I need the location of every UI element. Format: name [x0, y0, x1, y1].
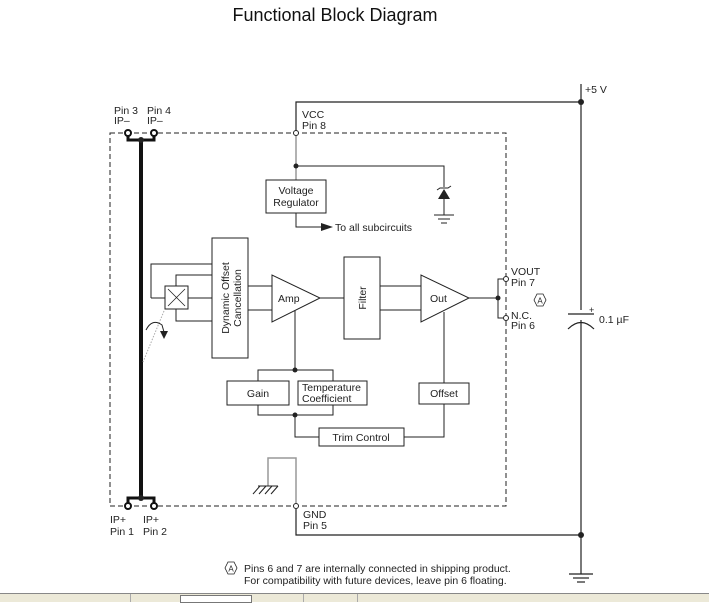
pin7-signal: VOUT [511, 266, 541, 278]
dynamic-offset-label-1: Dynamic Offset [220, 262, 232, 334]
offset-block: Offset [418, 382, 470, 405]
diagram-title: Functional Block Diagram [232, 5, 438, 25]
filter-block: Filter [343, 256, 381, 340]
pin7-terminal [503, 276, 509, 282]
footnote-marker: A [224, 561, 238, 575]
pin2-label: Pin 2 [143, 526, 167, 538]
gain-label: Gain [247, 388, 269, 400]
amp-label: Amp [278, 293, 300, 305]
status-bar-divider [303, 594, 304, 602]
pin1-label: Pin 1 [110, 526, 134, 538]
pin4-terminal [150, 129, 158, 137]
hall-element [164, 285, 189, 310]
pin6-signal: N.C. [511, 310, 532, 322]
temperature-coefficient-label-1: Temperature [302, 382, 361, 394]
note-a-marker: A [533, 293, 547, 307]
pin6-label: Pin 6 [511, 320, 535, 332]
vcc-signal: VCC [302, 109, 325, 121]
footnote-line-1: Pins 6 and 7 are internally connected in… [244, 563, 511, 575]
pin3-signal: IP– [114, 115, 130, 127]
gain-block: Gain [226, 380, 290, 406]
pin6-terminal [503, 315, 509, 321]
internal-ground-icon [252, 457, 297, 503]
capacitor-value: 0.1 µF [599, 314, 629, 326]
status-bar-divider [357, 594, 358, 602]
svg-text:A: A [537, 297, 543, 306]
amp-block: Amp [271, 274, 322, 323]
supply-label: +5 V [585, 84, 607, 96]
svg-text:A: A [228, 565, 234, 574]
voltage-regulator-label-1: Voltage [278, 185, 313, 197]
pin2-terminal [150, 502, 158, 510]
pin4-signal: IP– [147, 115, 163, 127]
vcc-pin-label: Pin 8 [302, 120, 326, 132]
pin2-signal: IP+ [143, 514, 159, 526]
pin4-label: Pin 4 [147, 105, 171, 117]
gnd-signal: GND [303, 509, 327, 521]
pin1-signal: IP+ [110, 514, 126, 526]
gnd-pin-label: Pin 5 [303, 520, 327, 532]
pin5-terminal [293, 503, 299, 509]
capacitor-polarity: + [589, 305, 594, 315]
pin7-label: Pin 7 [511, 277, 535, 289]
voltage-regulator-label-2: Regulator [273, 197, 319, 209]
pin8-terminal [293, 130, 299, 136]
footnote-line-2: For compatibility with future devices, l… [244, 575, 507, 587]
dynamic-offset-label-2: Cancellation [232, 269, 244, 327]
dynamic-offset-cancellation-block: Dynamic Offset Cancellation [211, 237, 249, 359]
temperature-coefficient-label-2: Coefficient [302, 393, 352, 405]
pin3-label: Pin 3 [114, 105, 138, 117]
out-label: Out [430, 293, 447, 305]
primary-current-path [124, 129, 158, 510]
magnetic-coupling-line [142, 310, 165, 363]
voltage-regulator-block: Voltage Regulator [265, 179, 327, 214]
trim-control-block: Trim Control [318, 427, 405, 447]
to-all-subcircuits-label: To all subcircuits [335, 222, 412, 234]
offset-label: Offset [430, 388, 458, 400]
zener-diode-icon [434, 185, 454, 224]
magnetic-field-arrow-icon [145, 321, 168, 339]
status-bar-field[interactable] [180, 595, 252, 603]
temperature-coefficient-block: Temperature Coefficient [297, 380, 368, 406]
arrow-right-icon [321, 223, 333, 231]
out-block: Out [420, 274, 471, 323]
status-bar-divider [130, 594, 131, 602]
pin1-terminal [124, 502, 132, 510]
pin3-terminal [124, 129, 132, 137]
ground-icon [569, 573, 593, 583]
filter-label: Filter [357, 286, 369, 310]
trim-control-label: Trim Control [332, 432, 389, 444]
